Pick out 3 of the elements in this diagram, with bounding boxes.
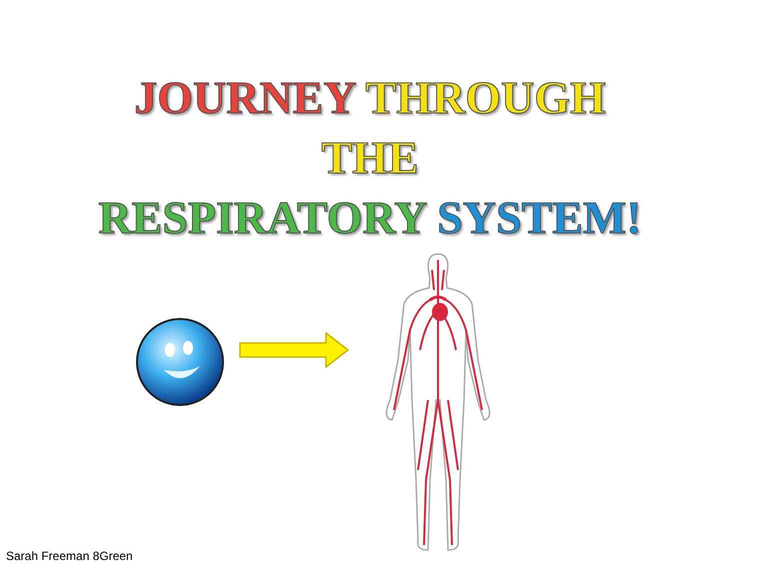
- title: JOURNEY THROUGH THE RESPIRATORY SYSTEM!: [97, 71, 643, 245]
- author-note: Sarah Freeman 8Green: [6, 549, 133, 563]
- block-arrow: [239, 331, 350, 369]
